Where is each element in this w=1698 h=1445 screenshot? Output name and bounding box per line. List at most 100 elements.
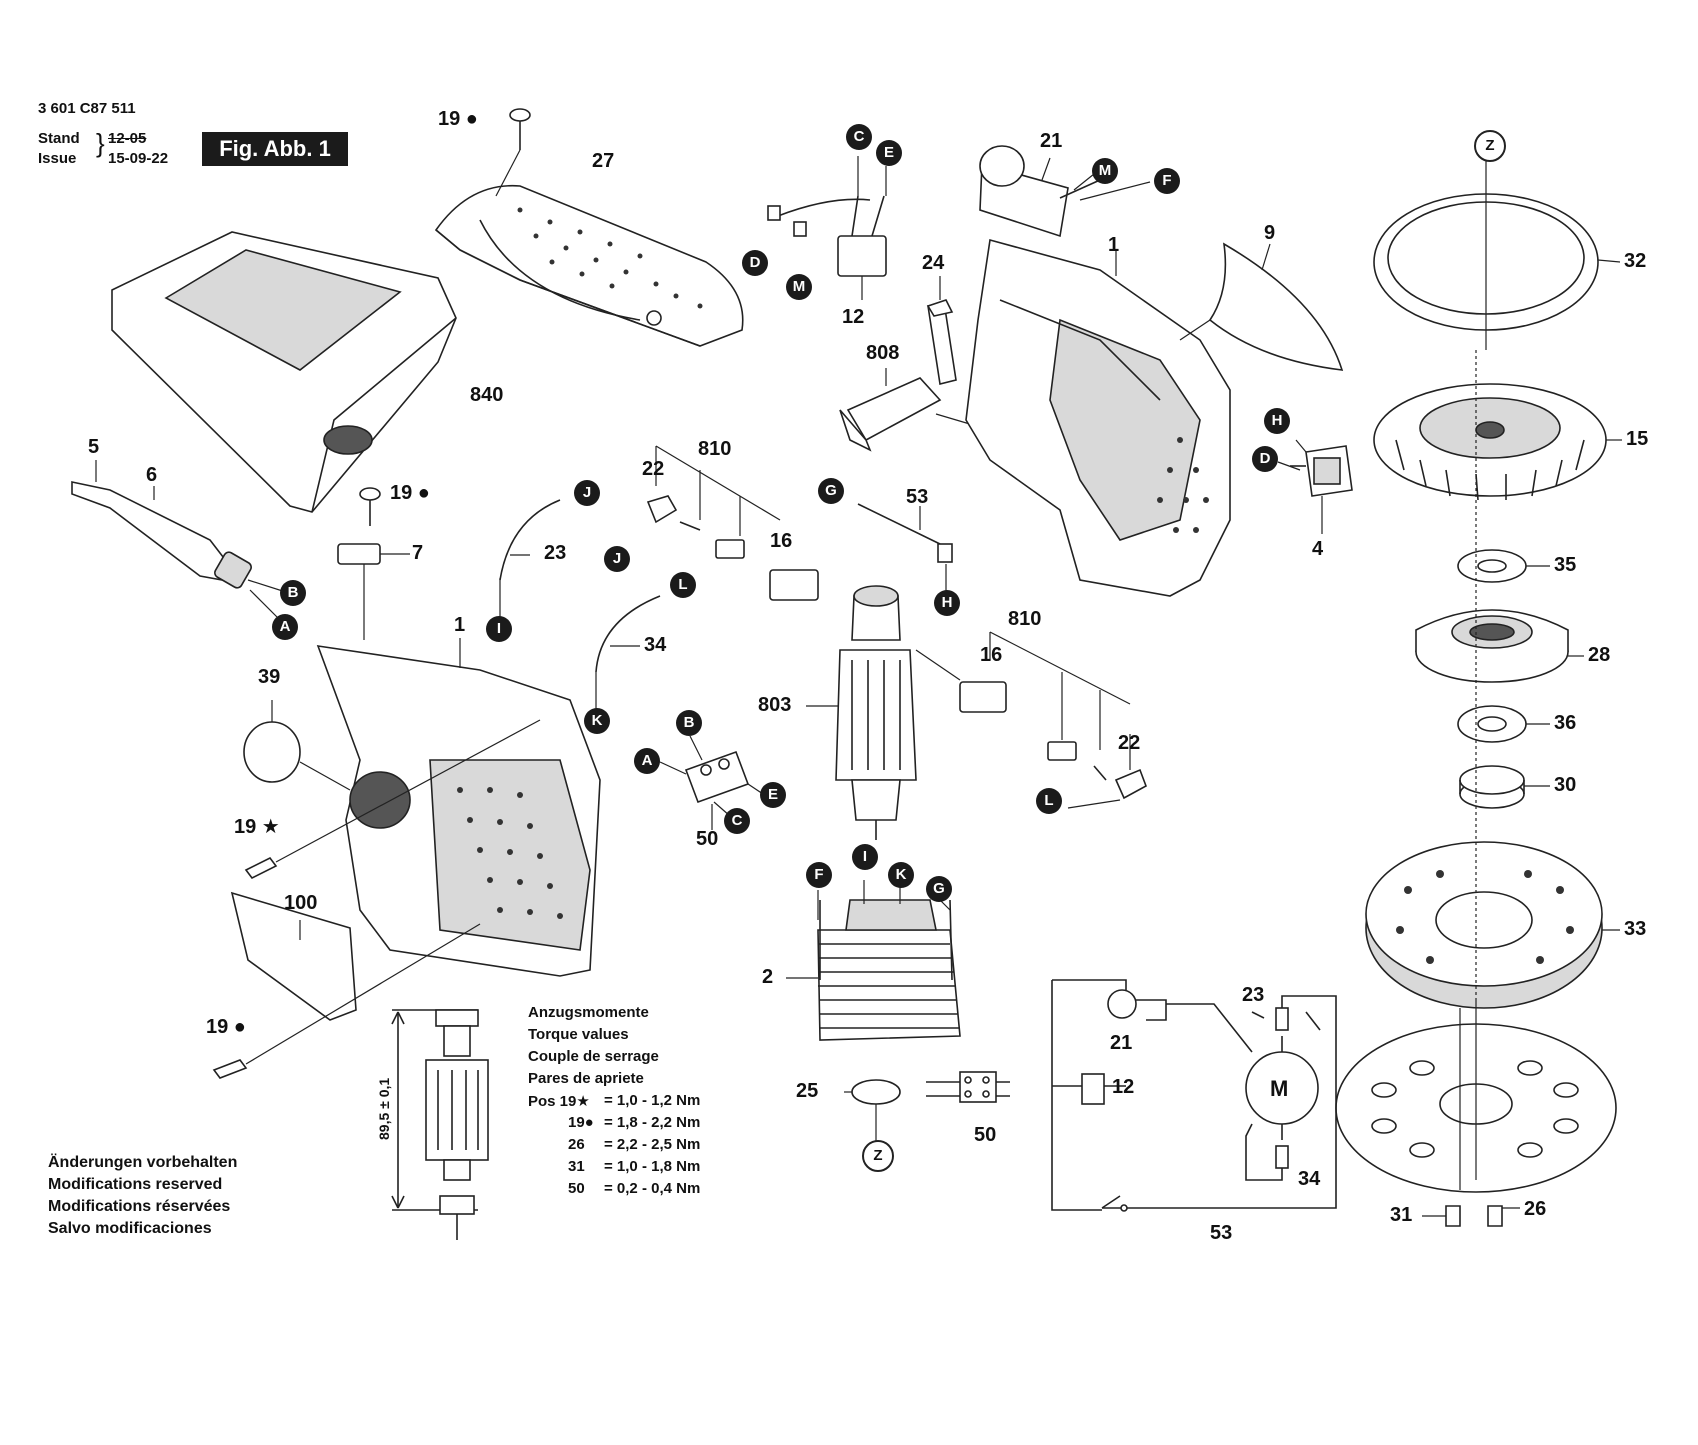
torque-row-pos: 50 bbox=[568, 1180, 585, 1197]
ring-32 bbox=[1373, 160, 1621, 350]
housing-1-left bbox=[316, 638, 601, 977]
wire-34 bbox=[595, 595, 661, 710]
cover-27 bbox=[434, 184, 744, 347]
label-12-schematic: 12 bbox=[1112, 1076, 1135, 1098]
wiring-schematic bbox=[926, 979, 1337, 1212]
connector-A-terminal: A bbox=[634, 748, 660, 774]
torque-row-pos: 26 bbox=[568, 1136, 585, 1153]
label-53-schematic: 53 bbox=[1210, 1222, 1233, 1244]
torque-row-pos: Pos 19★ bbox=[528, 1093, 590, 1110]
part-number: 3 601 C87 511 bbox=[38, 100, 136, 117]
brush-group-810-right bbox=[959, 631, 1147, 809]
note-en: Modifications reserved bbox=[48, 1176, 223, 1193]
screws-31-26 bbox=[1422, 1205, 1520, 1227]
sheet-9 bbox=[1179, 242, 1344, 371]
label-28: 28 bbox=[1588, 644, 1611, 666]
washer-36 bbox=[1457, 705, 1550, 743]
label-19-star: 19 ★ bbox=[234, 816, 280, 838]
label-39: 39 bbox=[258, 666, 281, 688]
connector-F-stator: F bbox=[806, 862, 832, 888]
clip-25 bbox=[844, 1079, 901, 1150]
note-fr: Modifications réservées bbox=[48, 1198, 231, 1215]
cable-5-6 bbox=[71, 460, 293, 625]
screw-19-top bbox=[495, 108, 531, 197]
connector-B-terminal: B bbox=[676, 710, 702, 736]
label-24: 24 bbox=[922, 252, 945, 274]
connector-M-board: M bbox=[1092, 158, 1118, 184]
stator-2 bbox=[786, 880, 961, 1041]
label-35: 35 bbox=[1554, 554, 1577, 576]
label-1-left: 1 bbox=[454, 614, 466, 636]
label-36: 36 bbox=[1554, 712, 1577, 734]
label-33: 33 bbox=[1624, 918, 1647, 940]
label-30: 30 bbox=[1554, 774, 1577, 796]
issue-label: Issue bbox=[38, 150, 77, 167]
label-6: 6 bbox=[146, 464, 158, 486]
label-16-left: 16 bbox=[770, 530, 793, 552]
dimension-label: 89,5 ± 0,1 bbox=[376, 1077, 392, 1140]
connector-H-wire: H bbox=[934, 590, 960, 616]
label-810-left: 810 bbox=[698, 438, 732, 460]
sanding-pad-33 bbox=[1365, 841, 1620, 1009]
bearing-housing-28 bbox=[1415, 609, 1584, 683]
label-7: 7 bbox=[412, 542, 424, 564]
label-15: 15 bbox=[1626, 428, 1649, 450]
torque-row-value: = 1,0 - 1,2 Nm bbox=[604, 1092, 701, 1109]
torque-row-pos: 19● bbox=[568, 1114, 594, 1131]
label-32: 32 bbox=[1624, 250, 1647, 272]
brush-group-810-left bbox=[646, 445, 819, 601]
label-22-right: 22 bbox=[1118, 732, 1141, 754]
ring-39 bbox=[243, 700, 351, 791]
connector-I-wire: I bbox=[486, 616, 512, 642]
connector-K-stator: K bbox=[888, 862, 914, 888]
label-19-low: 19 ● bbox=[206, 1016, 246, 1038]
note-es: Salvo modificaciones bbox=[48, 1220, 212, 1237]
header-bracket: } bbox=[96, 128, 105, 158]
connector-G-wire: G bbox=[818, 478, 844, 504]
armature-dimension-drawing bbox=[391, 1009, 489, 1240]
connector-C-capacitor: C bbox=[846, 124, 872, 150]
motor-symbol: M bbox=[1270, 1076, 1289, 1101]
label-840: 840 bbox=[470, 384, 504, 406]
connector-L-wire: L bbox=[670, 572, 696, 598]
label-34-schematic: 34 bbox=[1298, 1168, 1321, 1190]
label-21-schematic: 21 bbox=[1110, 1032, 1133, 1054]
label-27: 27 bbox=[592, 150, 615, 172]
connector-A-cable: A bbox=[272, 614, 298, 640]
label-23: 23 bbox=[544, 542, 567, 564]
label-50: 50 bbox=[696, 828, 719, 850]
stand-value: 12-05 bbox=[108, 130, 147, 147]
connector-K-wire: K bbox=[584, 708, 610, 734]
label-810-right: 810 bbox=[1008, 608, 1042, 630]
label-1-top: 1 bbox=[1108, 234, 1120, 256]
part-24 bbox=[926, 276, 957, 385]
switch-wire-53 bbox=[857, 503, 953, 594]
connector-Z-top: Z bbox=[1474, 130, 1506, 162]
label-9: 9 bbox=[1264, 222, 1276, 244]
connector-J-wire: J bbox=[574, 480, 600, 506]
note-de: Änderungen vorbehalten bbox=[48, 1154, 238, 1171]
stand-label: Stand bbox=[38, 130, 80, 147]
torque-row-value: = 0,2 - 0,4 Nm bbox=[604, 1180, 701, 1197]
label-26: 26 bbox=[1524, 1198, 1547, 1220]
torque-row-pos: 31 bbox=[568, 1158, 585, 1175]
label-23-schematic: 23 bbox=[1242, 984, 1265, 1006]
label-22-left: 22 bbox=[642, 458, 665, 480]
label-19-mid: 19 ● bbox=[390, 482, 430, 504]
connector-F-board: F bbox=[1154, 168, 1180, 194]
connector-E-terminal: E bbox=[760, 782, 786, 808]
screws-and-pad-100 bbox=[212, 719, 541, 1079]
label-53: 53 bbox=[906, 486, 929, 508]
label-34: 34 bbox=[644, 634, 667, 656]
connector-D-capacitor: D bbox=[742, 250, 768, 276]
torque-row-value: = 1,0 - 1,8 Nm bbox=[604, 1158, 701, 1175]
capacitor-12 bbox=[767, 156, 887, 300]
connector-Z-bottom: Z bbox=[862, 1140, 894, 1172]
connector-L-brush: L bbox=[1036, 788, 1062, 814]
label-19-top: 19 ● bbox=[438, 108, 478, 130]
connector-H-switch: H bbox=[1264, 408, 1290, 434]
label-2: 2 bbox=[762, 966, 774, 988]
connector-B-cable: B bbox=[280, 580, 306, 606]
label-12: 12 bbox=[842, 306, 865, 328]
torque-heading-de: Anzugsmomente bbox=[528, 1004, 649, 1021]
